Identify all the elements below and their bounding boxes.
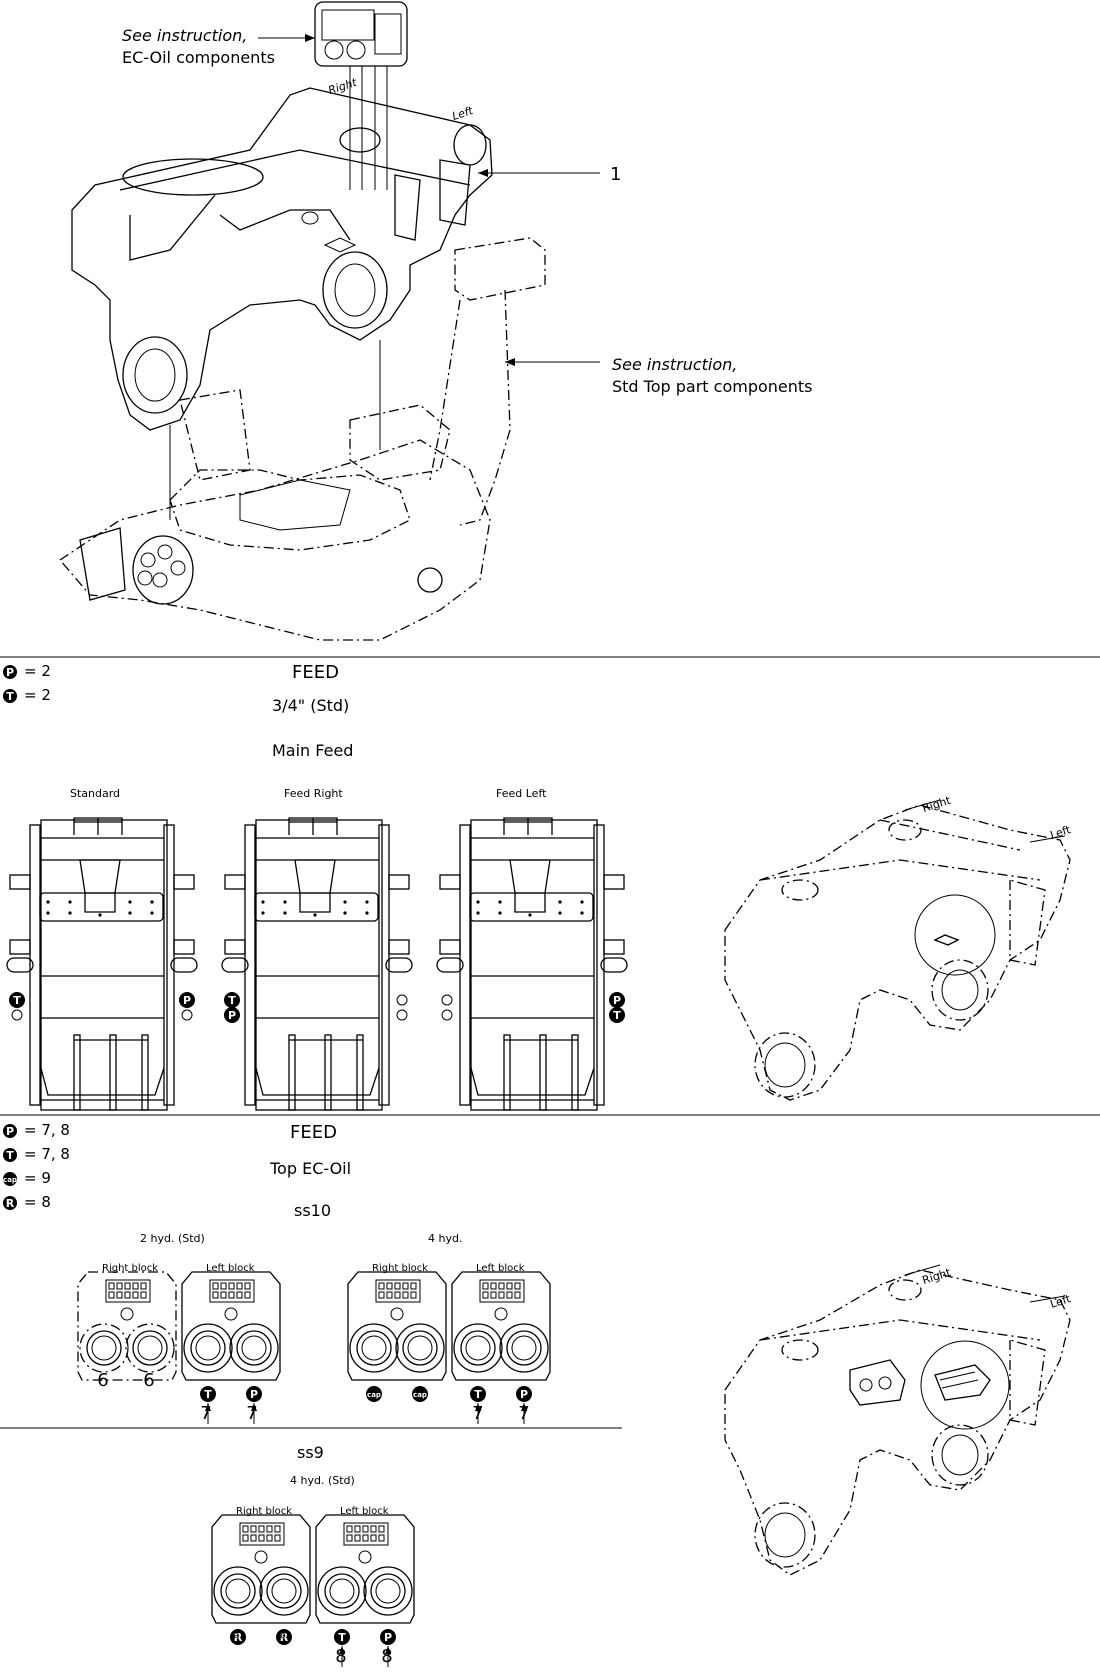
- legend2-cap-value: = 9: [24, 1169, 51, 1187]
- ss9-p-number: 8: [381, 1646, 393, 1667]
- callout-std-top-line1: See instruction,: [612, 355, 738, 374]
- svg-text:P: P: [613, 994, 621, 1007]
- ss10-v1-port-number: 6: [97, 1370, 109, 1391]
- port-symbol-t: T: [334, 1629, 350, 1645]
- ss10-v1-port-number: 6: [143, 1370, 155, 1391]
- feed-frame: PT: [436, 817, 628, 1111]
- legend2-t-value: = 7, 8: [24, 1145, 70, 1163]
- legend2-r-value: = 8: [24, 1193, 51, 1211]
- svg-text:T: T: [228, 994, 236, 1007]
- svg-text:T: T: [6, 690, 14, 703]
- svg-text:R: R: [6, 1197, 15, 1210]
- callout-ec-oil-line2: EC-Oil components: [122, 48, 275, 67]
- ss9-right-block: Right block: [236, 1506, 293, 1517]
- ss9-left-block: Left block: [340, 1506, 389, 1517]
- callout-std-top-line2: Std Top part components: [612, 377, 813, 396]
- port-symbol-p: P: [224, 1007, 240, 1023]
- top-assembly-drawing: [59, 1, 600, 641]
- ss9-label: 4 hyd. (Std): [290, 1474, 355, 1487]
- ss10-v1-p-number: 7: [246, 1403, 258, 1424]
- svg-text:cap: cap: [3, 1176, 17, 1184]
- port-symbol-cap: cap: [366, 1386, 382, 1402]
- port-symbol-t: T: [9, 992, 25, 1008]
- port-symbol-p: P: [179, 992, 195, 1008]
- frame-label-feed-right: Feed Right: [284, 787, 343, 800]
- iso-frame-ec-oil: [724, 1264, 1071, 1576]
- section2-title: FEED: [290, 1122, 337, 1143]
- svg-text:P: P: [6, 666, 14, 679]
- svg-text:P: P: [183, 994, 191, 1007]
- ss9-port-b: b: [280, 1631, 286, 1641]
- ss10-v2-left-block: Left block: [476, 1263, 525, 1274]
- port-symbol-p: P: [380, 1629, 396, 1645]
- svg-text:T: T: [474, 1388, 482, 1401]
- item-number-1: 1: [610, 164, 622, 185]
- port-symbol-t: T: [470, 1386, 486, 1402]
- frame-label-standard: Standard: [70, 787, 121, 800]
- ss10-v1-right-block: Right block: [102, 1263, 159, 1274]
- legend-t-value: = 2: [24, 686, 51, 704]
- svg-text:T: T: [204, 1388, 212, 1401]
- port-symbol-r: R: [276, 1629, 292, 1645]
- section2-legend-symbols: P T cap R: [3, 1124, 17, 1210]
- ss10-v2-right-block: cap cap: [347, 1271, 447, 1402]
- port-symbol-t: T: [609, 1007, 625, 1023]
- svg-text:R: R: [234, 1631, 243, 1644]
- ss9-t-number: 8: [335, 1646, 347, 1667]
- ss10-variant2-label: 4 hyd.: [428, 1232, 463, 1245]
- legend2-p-value: = 7, 8: [24, 1121, 70, 1139]
- section2-subtitle: Top EC-Oil: [270, 1159, 352, 1178]
- port-symbol-r: R: [230, 1629, 246, 1645]
- callout-ec-oil-line1: See instruction,: [122, 26, 248, 45]
- ss10-v2-right-block: Right block: [372, 1263, 429, 1274]
- svg-text:cap: cap: [367, 1391, 381, 1399]
- port-symbol-p: P: [609, 992, 625, 1008]
- svg-text:P: P: [384, 1631, 392, 1644]
- svg-text:cap: cap: [413, 1391, 427, 1399]
- frame-label-feed-left: Feed Left: [496, 787, 547, 800]
- svg-text:T: T: [13, 994, 21, 1007]
- svg-text:P: P: [250, 1388, 258, 1401]
- iso-frame-main-feed: [724, 799, 1071, 1101]
- port-symbol-t: T: [224, 992, 240, 1008]
- ss10-variant1-label: 2 hyd. (Std): [140, 1232, 205, 1245]
- feed-frame: TP: [221, 817, 413, 1111]
- ss9-heading: ss9: [297, 1443, 324, 1462]
- section1-legend-symbols: P T: [3, 665, 17, 703]
- ss10-v2-p-number: 7: [518, 1403, 530, 1424]
- section1-title: FEED: [292, 662, 339, 683]
- svg-text:R: R: [280, 1631, 289, 1644]
- port-symbol-p: P: [516, 1386, 532, 1402]
- svg-text:P: P: [520, 1388, 528, 1401]
- ss10-v1-right-block: [77, 1271, 177, 1381]
- port-symbol-t: T: [200, 1386, 216, 1402]
- section1-subtitle: 3/4" (Std): [272, 696, 350, 715]
- ss9-port-a: a: [234, 1631, 240, 1641]
- ss10-v1-t-number: 7: [200, 1403, 212, 1424]
- legend-p-value: = 2: [24, 662, 51, 680]
- port-symbol-cap: cap: [412, 1386, 428, 1402]
- main-feed-heading: Main Feed: [272, 741, 354, 760]
- port-symbol-p: P: [246, 1386, 262, 1402]
- svg-text:T: T: [6, 1149, 14, 1162]
- ss10-v1-left-block: Left block: [206, 1263, 255, 1274]
- svg-text:T: T: [338, 1631, 346, 1644]
- svg-text:T: T: [613, 1009, 621, 1022]
- svg-text:P: P: [6, 1125, 14, 1138]
- svg-text:P: P: [228, 1009, 236, 1022]
- ss10-heading: ss10: [294, 1201, 332, 1220]
- ss10-v2-t-number: 7: [472, 1403, 484, 1424]
